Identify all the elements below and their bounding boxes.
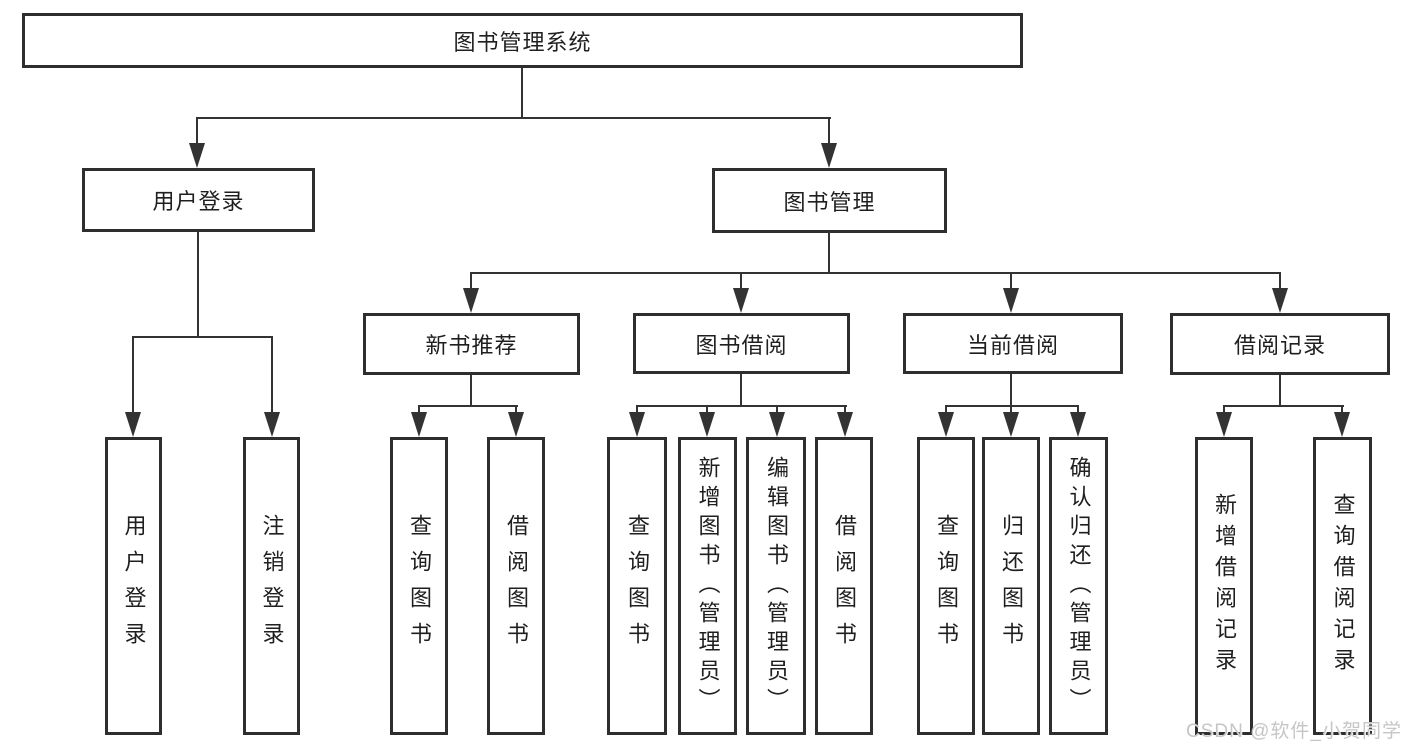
- edge-br-stem: [1279, 272, 1281, 290]
- arrow-to-book-borrow: [733, 288, 749, 313]
- edge-cb-rail: [945, 405, 1079, 407]
- node-ul-user-login: 用户登录: [105, 437, 162, 735]
- edge-br-rail: [1223, 405, 1344, 407]
- arrow-to-nbr-query: [411, 412, 427, 437]
- arrow-to-borrow-record: [1272, 288, 1288, 313]
- edge-root-trunk: [521, 68, 523, 118]
- edge-book-mgmt-trunk: [828, 232, 830, 274]
- node-bb-borrow-book: 借阅图书: [815, 437, 873, 735]
- edge-level2-rail: [196, 117, 831, 119]
- edge-bb-rail: [636, 405, 847, 407]
- edge-ul-login-stem: [132, 336, 134, 414]
- edge-cb-query-stem: [945, 405, 947, 414]
- edge-bb-stem: [740, 272, 742, 290]
- node-borrow-record: 借阅记录: [1170, 313, 1390, 375]
- edge-bb-edit-stem: [776, 405, 778, 414]
- arrow-to-ul-login: [125, 412, 141, 437]
- arrow-to-nbr-borrow: [508, 412, 524, 437]
- node-bb-edit-book: 编辑图书（管理员）: [746, 437, 806, 735]
- edge-br-add-stem: [1223, 405, 1225, 414]
- csdn-watermark: CSDN @软件_小贺同学: [1186, 721, 1402, 742]
- node-nbr-borrow-book: 借阅图书: [487, 437, 545, 735]
- arrow-to-br-add: [1216, 412, 1232, 437]
- node-current-borrow: 当前借阅: [903, 313, 1123, 374]
- edge-cb-confirm-stem: [1077, 405, 1079, 414]
- edge-book-mgmt-stem: [828, 117, 830, 145]
- node-br-add-record: 新增借阅记录: [1195, 437, 1253, 735]
- edge-nbr-borrow-stem: [515, 405, 517, 414]
- node-bb-add-book: 新增图书（管理员）: [678, 437, 737, 735]
- node-user-login: 用户登录: [82, 168, 315, 232]
- arrow-to-bb-query: [629, 412, 645, 437]
- node-br-query-record: 查询借阅记录: [1313, 437, 1372, 735]
- node-ul-logout: 注销登录: [243, 437, 300, 735]
- arrow-to-book-mgmt: [821, 143, 837, 168]
- arrow-to-cb-query: [938, 412, 954, 437]
- arrow-to-user-login: [189, 143, 205, 168]
- node-cb-confirm-return: 确认归还（管理员）: [1049, 437, 1108, 735]
- edge-bb-add-stem: [706, 405, 708, 414]
- edge-level3-rail: [470, 272, 1281, 274]
- edge-cb-trunk: [1010, 374, 1012, 407]
- arrow-to-bb-borrow: [837, 412, 853, 437]
- node-cb-return-book: 归还图书: [982, 437, 1040, 735]
- arrow-to-current-borrow: [1003, 288, 1019, 313]
- arrow-to-cb-return: [1003, 412, 1019, 437]
- edge-cb-stem: [1010, 272, 1012, 290]
- arrow-to-bb-add: [699, 412, 715, 437]
- edge-bb-trunk: [740, 374, 742, 407]
- node-book-borrow: 图书借阅: [633, 313, 850, 374]
- edge-nbr-stem: [470, 272, 472, 290]
- arrow-to-ul-logout: [264, 412, 280, 437]
- edge-nbr-trunk: [470, 375, 472, 407]
- edge-nbr-rail: [418, 405, 518, 407]
- edge-cb-return-stem: [1010, 405, 1012, 414]
- edge-nbr-query-stem: [418, 405, 420, 414]
- arrow-to-bb-edit: [769, 412, 785, 437]
- node-nbr-query-book: 查询图书: [390, 437, 448, 735]
- edge-user-login-trunk: [197, 232, 199, 338]
- edge-user-login-rail: [132, 336, 273, 338]
- arrow-to-br-query: [1334, 412, 1350, 437]
- edge-bb-query-stem: [636, 405, 638, 414]
- arrow-to-new-book-rec: [463, 288, 479, 313]
- edge-bb-borrow-stem: [844, 405, 846, 414]
- node-root-system: 图书管理系统: [22, 13, 1023, 68]
- edge-br-query-stem: [1341, 405, 1343, 414]
- edge-ul-logout-stem: [271, 336, 273, 414]
- edge-user-login-stem: [196, 117, 198, 145]
- arrow-to-cb-confirm: [1070, 412, 1086, 437]
- node-bb-query-book: 查询图书: [607, 437, 667, 735]
- node-book-mgmt: 图书管理: [712, 168, 947, 233]
- edge-br-trunk: [1279, 375, 1281, 407]
- node-cb-query-book: 查询图书: [917, 437, 975, 735]
- node-new-book-rec: 新书推荐: [363, 313, 580, 375]
